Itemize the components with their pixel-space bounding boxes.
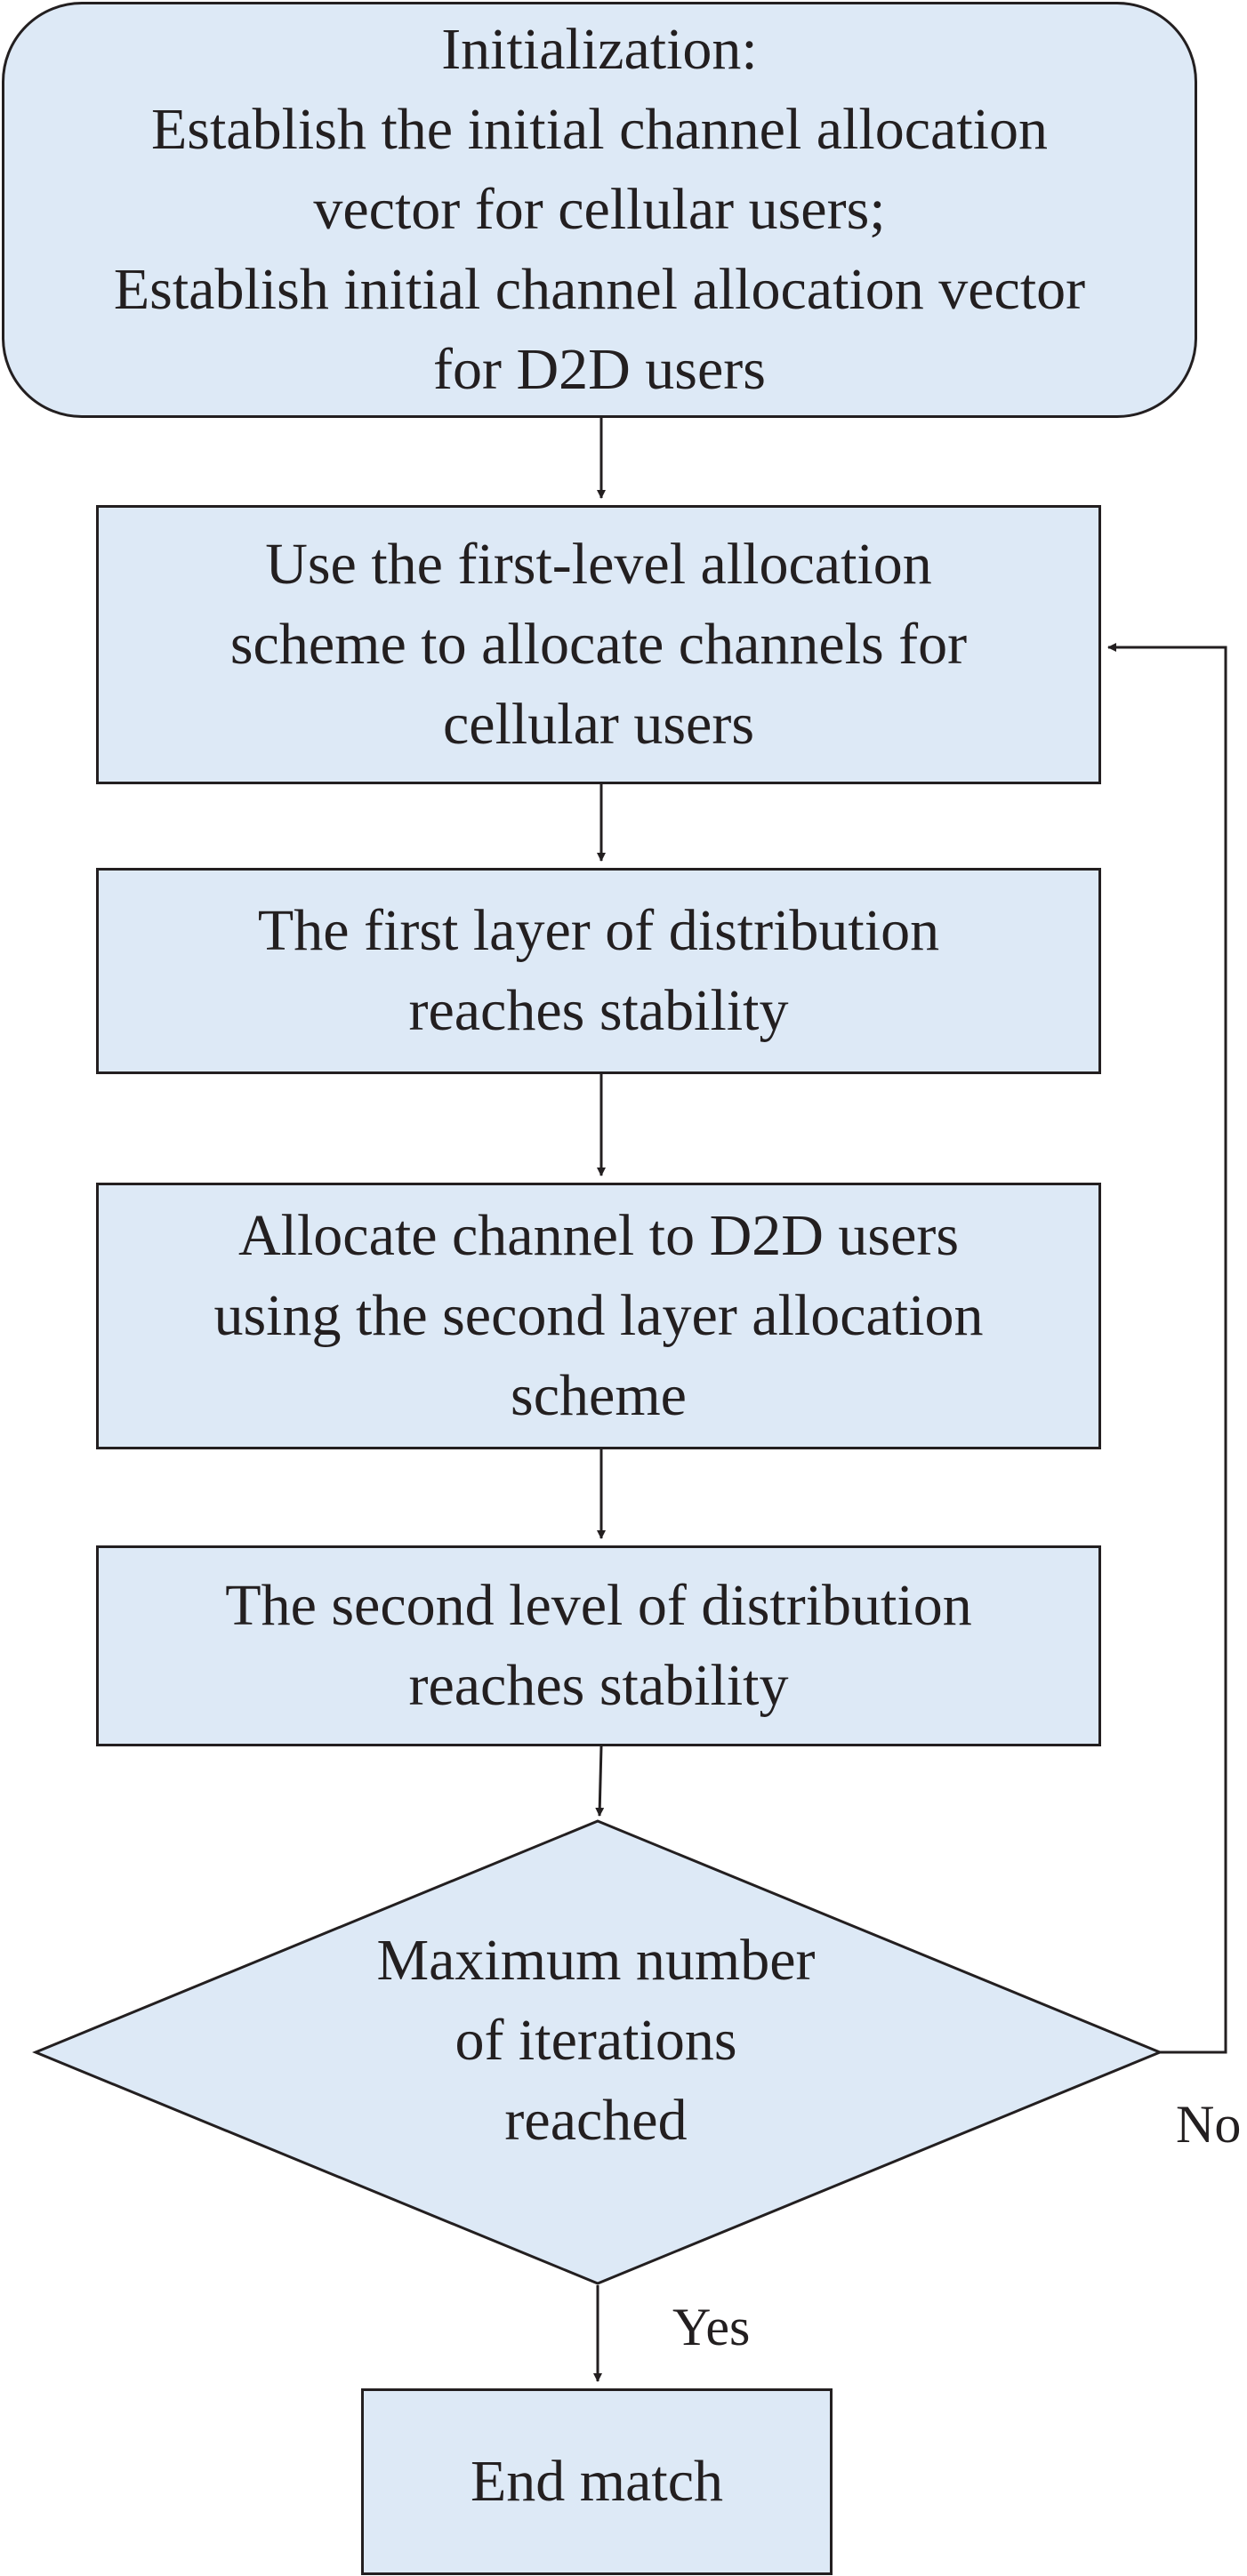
first-level-allocation-node: Use the first-level allocation scheme to… <box>96 505 1101 784</box>
arrow-second-stable-to-decision <box>595 1745 605 1817</box>
second-layer-allocation-text: Allocate channel to D2D users using the … <box>213 1203 984 1428</box>
first-layer-stability-node: The first layer of distribution reaches … <box>96 868 1101 1074</box>
init-node: Initialization: Establish the initial ch… <box>2 2 1197 418</box>
second-level-stability-node: The second level of distribution reaches… <box>96 1545 1101 1746</box>
first-layer-stability-text: The first layer of distribution reaches … <box>257 898 940 1043</box>
end-match-text: End match <box>470 2449 724 2514</box>
second-level-stability-text: The second level of distribution reaches… <box>225 1573 972 1718</box>
decision-label: Maximum number of iterations reached <box>376 1928 816 2153</box>
decision-diamond <box>32 1819 1163 2285</box>
second-layer-allocation-node: Allocate channel to D2D users using the … <box>96 1183 1101 1449</box>
yes-label: Yes <box>672 2298 751 2356</box>
init-node-text: Initialization: Establish the initial ch… <box>113 17 1086 402</box>
arrow-no-loop-back <box>1107 643 1227 2054</box>
end-match-node: End match <box>361 2388 833 2575</box>
no-label: No <box>1176 2095 1242 2154</box>
first-level-allocation-text: Use the first-level allocation scheme to… <box>229 532 968 757</box>
